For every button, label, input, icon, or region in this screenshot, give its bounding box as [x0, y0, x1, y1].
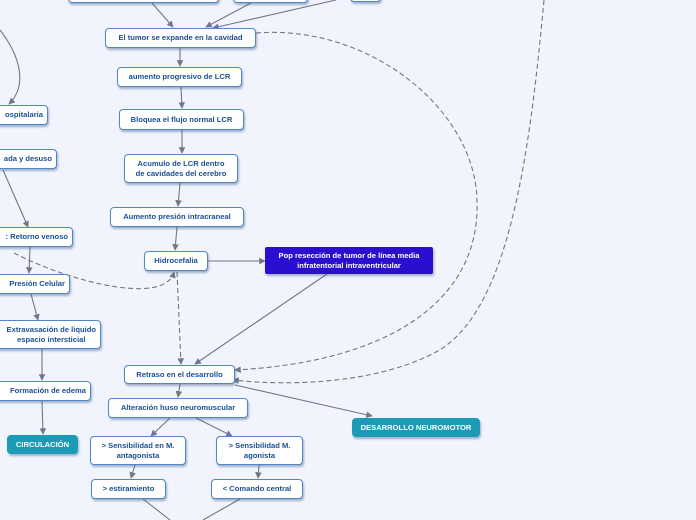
- node-desarrollo-neuromotor[interactable]: DESARROLLO NEUROMOTOR: [352, 418, 480, 437]
- link-dashed-hidrocefalia-retraso: [176, 271, 185, 365]
- node-label: Aumento presión intracraneal: [123, 212, 231, 222]
- node-formacion-edema[interactable]: Formación de edema: [0, 381, 91, 401]
- link-dashed-expande-retraso: [234, 31, 478, 373]
- node-circulacion[interactable]: CIRCULACIÓN: [7, 435, 78, 454]
- node-tumor-expande[interactable]: El tumor se expande en la cavidad: [105, 28, 256, 48]
- link-alteracion-antagonista: [150, 417, 171, 437]
- node-presion-celular[interactable]: Presión Celular: [0, 274, 70, 294]
- link-curve-hospitalaria: [0, 29, 21, 105]
- link-edema-circulacion: [39, 400, 47, 435]
- link-top-mid: [205, 2, 252, 28]
- link-retraso-desarrollo: [234, 384, 373, 418]
- node-label: Hidrocefalia: [154, 256, 198, 266]
- link-retraso-alteracion: [175, 383, 183, 398]
- node-top-right-partial[interactable]: [350, 0, 381, 2]
- node-label: aumento progresivo de LCR: [128, 72, 231, 82]
- node-hospitalaria[interactable]: ospitalaria: [0, 105, 48, 125]
- node-comando-central[interactable]: < Comando central: [211, 479, 303, 499]
- node-acumulo-lcr[interactable]: Acumulo de LCR dentro de cavidades del c…: [124, 154, 238, 183]
- node-label: CIRCULACIÓN: [15, 439, 70, 449]
- node-label: Formación de edema: [10, 386, 86, 396]
- node-top-mid-partial[interactable]: [233, 0, 308, 3]
- link-antagonista-estiramiento: [129, 464, 136, 479]
- link-agonista-comando: [255, 464, 262, 479]
- node-label: > estiramiento: [102, 484, 155, 494]
- node-pop-reseccion[interactable]: Pop resección de tumor de línea media in…: [265, 247, 433, 274]
- node-label: > Sensibilidad M. agonista: [228, 441, 291, 460]
- node-retorno-venoso[interactable]: : Retorno venoso: [0, 227, 73, 247]
- node-label: ada y desuso: [3, 154, 52, 164]
- node-retraso-desarrollo[interactable]: Retraso en el desarrollo: [124, 365, 235, 384]
- node-label: Pop resección de tumor de línea media in…: [278, 251, 420, 270]
- node-aumento-lcr[interactable]: aumento progresivo de LCR: [117, 67, 242, 87]
- link-presion-extravasacion: [30, 293, 40, 321]
- node-label: Extravasación de liquido espacio interst…: [6, 325, 96, 344]
- link-pop-retraso: [194, 273, 328, 365]
- node-extravasacion[interactable]: Extravasación de liquido espacio interst…: [0, 320, 101, 349]
- node-bloquea-flujo[interactable]: Bloquea el flujo normal LCR: [119, 109, 244, 130]
- link-top-left: [151, 2, 174, 28]
- node-label: ospitalaria: [5, 110, 43, 120]
- link-dashed-far-retraso: [232, 0, 545, 384]
- link-top-right: [212, 0, 337, 30]
- node-label: : Retorno venoso: [5, 232, 68, 242]
- node-label: < Comando central: [222, 484, 292, 494]
- link-estiramiento-down: [142, 498, 171, 520]
- node-label: El tumor se expande en la cavidad: [118, 33, 243, 43]
- link-comando-down: [202, 498, 241, 520]
- link-alteracion-agonista: [195, 417, 233, 437]
- link-desuso-retorno: [2, 169, 29, 228]
- link-presion-hidrocefalia: [172, 226, 179, 251]
- node-label: Alteración huso neuromuscular: [120, 403, 236, 413]
- node-label: > Sensibilidad en M. antagonista: [101, 441, 175, 460]
- link-acumulo-presion: [175, 182, 182, 207]
- node-desuso[interactable]: ada y desuso: [0, 149, 57, 169]
- node-label: Acumulo de LCR dentro de cavidades del c…: [135, 159, 227, 178]
- node-hidrocefalia[interactable]: Hidrocefalia: [144, 251, 208, 271]
- node-label: Retraso en el desarrollo: [136, 369, 223, 379]
- node-sensibilidad-antagonista[interactable]: > Sensibilidad en M. antagonista: [90, 436, 186, 465]
- node-top-left-partial[interactable]: [68, 0, 219, 3]
- node-label: DESARROLLO NEUROMOTOR: [360, 422, 472, 432]
- node-label: Bloquea el flujo normal LCR: [130, 114, 233, 124]
- node-label: Presión Celular: [9, 279, 65, 289]
- node-aumento-presion[interactable]: Aumento presión intracraneal: [110, 207, 244, 227]
- node-sensibilidad-agonista[interactable]: > Sensibilidad M. agonista: [216, 436, 303, 465]
- link-aumento-bloquea: [178, 86, 186, 109]
- node-alteracion-huso[interactable]: Alteración huso neuromuscular: [108, 398, 248, 418]
- link-dashed-retorno-hidrocefalia: [13, 252, 176, 290]
- node-estiramiento[interactable]: > estiramiento: [91, 479, 166, 499]
